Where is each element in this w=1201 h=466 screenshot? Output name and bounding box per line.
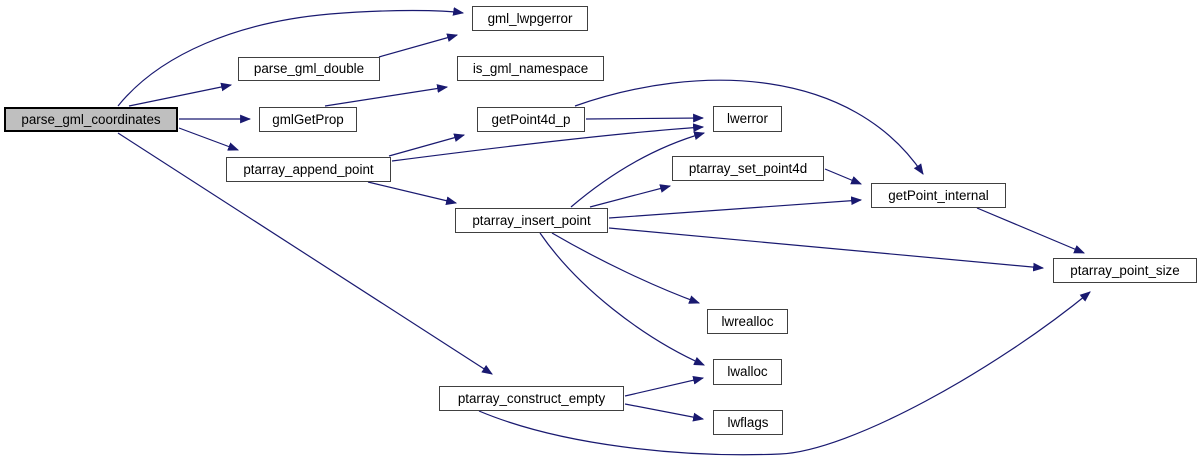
edge-ptarray_append_point-to-ptarray_insert_point	[367, 181, 458, 205]
node-gml_lwpgerror[interactable]: gml_lwpgerror	[472, 6, 588, 31]
node-gmlGetProp[interactable]: gmlGetProp	[259, 107, 357, 132]
edge-ptarray_construct_empty-to-ptarray_point_size	[478, 291, 1091, 456]
node-getPoint4d_p[interactable]: getPoint4d_p	[477, 107, 585, 132]
edge-parse_gml_double-to-gml_lwpgerror	[378, 33, 459, 58]
edge-ptarray_append_point-to-lwerror	[391, 123, 705, 162]
node-ptarray_point_size[interactable]: ptarray_point_size	[1053, 258, 1197, 283]
node-parse_gml_coordinates[interactable]: parse_gml_coordinates	[4, 107, 178, 132]
edge-parse_gml_coordinates-to-ptarray_append_point	[178, 127, 240, 151]
edge-parse_gml_coordinates-to-ptarray_construct_empty	[117, 132, 493, 375]
edge-ptarray_insert_point-to-lwerror	[570, 131, 706, 208]
edge-ptarray_insert_point-to-lwrealloc	[551, 232, 701, 304]
edge-parse_gml_coordinates-to-gml_lwpgerror	[117, 7, 465, 107]
node-ptarray_insert_point[interactable]: ptarray_insert_point	[455, 208, 608, 233]
edge-ptarray_insert_point-to-ptarray_point_size	[608, 227, 1045, 272]
edge-getPoint_internal-to-ptarray_point_size	[976, 207, 1086, 254]
node-lwerror[interactable]: lwerror	[713, 106, 782, 132]
edge-parse_gml_coordinates-to-parse_gml_double	[128, 82, 233, 107]
edge-ptarray_insert_point-to-getPoint_internal	[608, 196, 863, 219]
node-ptarray_construct_empty[interactable]: ptarray_construct_empty	[439, 386, 624, 411]
edge-ptarray_set_point4d-to-getPoint_internal	[824, 168, 863, 185]
edge-getPoint4d_p-to-getPoint_internal	[574, 79, 924, 175]
edge-ptarray_construct_empty-to-lwalloc	[624, 375, 705, 397]
node-lwrealloc[interactable]: lwrealloc	[707, 309, 788, 334]
node-ptarray_append_point[interactable]: ptarray_append_point	[226, 157, 391, 182]
edge-ptarray_append_point-to-getPoint4d_p	[388, 133, 466, 157]
edge-gmlGetProp-to-is_gml_namespace	[324, 84, 449, 107]
node-lwalloc[interactable]: lwalloc	[713, 359, 782, 385]
node-lwflags[interactable]: lwflags	[713, 410, 783, 435]
node-ptarray_set_point4d[interactable]: ptarray_set_point4d	[672, 156, 824, 181]
edge-getPoint4d_p-to-lwerror	[585, 113, 705, 123]
edge-ptarray_insert_point-to-lwalloc	[539, 232, 706, 366]
edge-ptarray_insert_point-to-ptarray_set_point4d	[589, 184, 672, 208]
node-is_gml_namespace[interactable]: is_gml_namespace	[457, 56, 604, 81]
node-getPoint_internal[interactable]: getPoint_internal	[871, 183, 1006, 208]
node-parse_gml_double[interactable]: parse_gml_double	[238, 57, 380, 81]
edge-ptarray_construct_empty-to-lwflags	[624, 403, 705, 422]
